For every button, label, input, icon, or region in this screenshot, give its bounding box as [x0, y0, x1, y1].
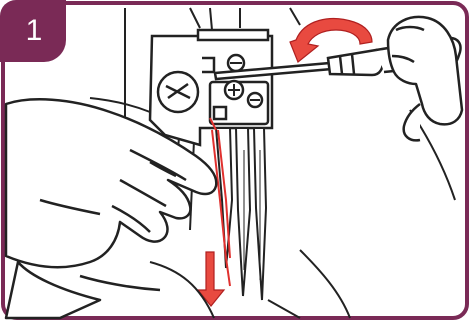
- step-number: 1: [25, 14, 43, 47]
- curved-arrow-icon: [289, 18, 373, 63]
- right-hand: [386, 15, 464, 142]
- down-arrow-icon: [196, 251, 226, 307]
- left-hand: [4, 98, 218, 320]
- needles: [214, 127, 268, 301]
- red-needle: [209, 117, 231, 287]
- needle-clamp: [148, 28, 274, 147]
- step-badge: 1: [0, 0, 66, 62]
- base-lines: [149, 249, 351, 319]
